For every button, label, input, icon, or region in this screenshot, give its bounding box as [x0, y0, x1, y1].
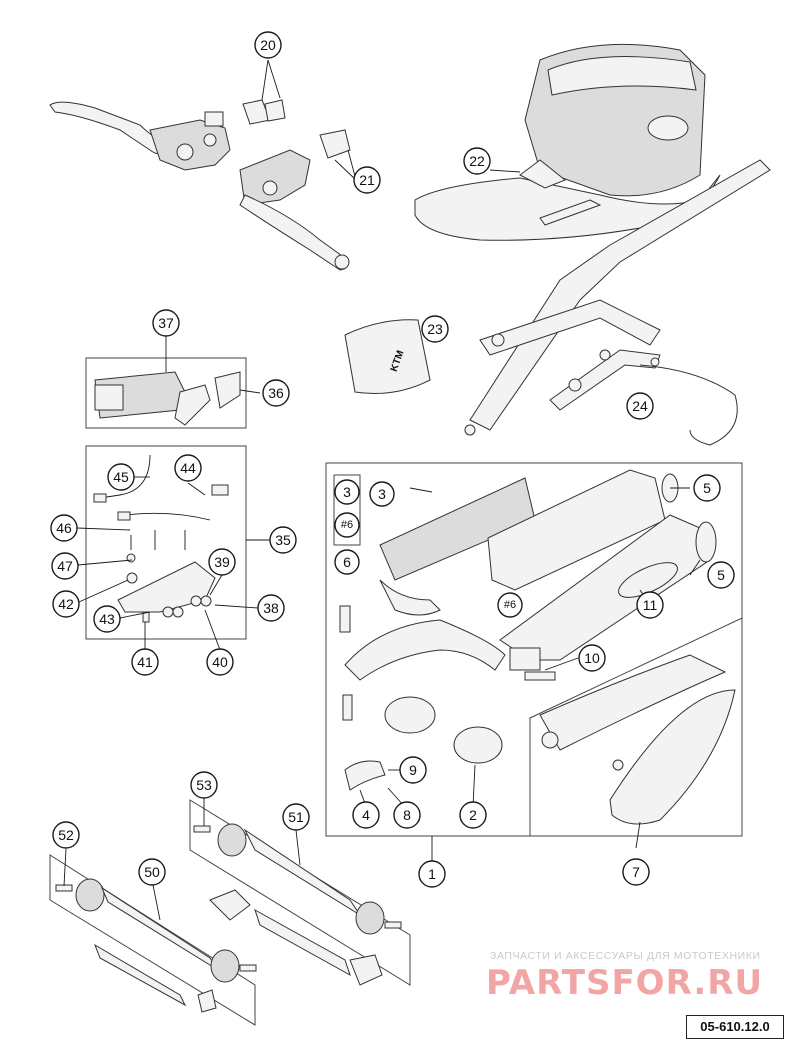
lock-set — [94, 371, 241, 426]
callout-11: 11 — [636, 591, 664, 619]
svg-text:7: 7 — [632, 864, 640, 880]
svg-text:3: 3 — [378, 486, 386, 502]
wiring-kit-frame — [85, 445, 247, 640]
svg-text:9: 9 — [409, 762, 417, 778]
callout-53: 53 — [190, 771, 218, 799]
callout-43: 43 — [93, 605, 121, 633]
svg-text:46: 46 — [56, 520, 72, 536]
svg-text:23: 23 — [427, 321, 443, 337]
callout-44: 44 — [174, 454, 202, 482]
callout-9: 9 — [399, 756, 427, 784]
callout-51: 51 — [282, 803, 310, 831]
svg-text:10: 10 — [584, 650, 600, 666]
svg-text:22: 22 — [469, 153, 485, 169]
leader-36 — [239, 389, 261, 394]
hash-label-box: #6 — [334, 512, 360, 538]
callout-6: 6 — [334, 549, 360, 575]
svg-text:39: 39 — [214, 554, 230, 570]
leader-22 — [489, 169, 521, 173]
callout-38: 38 — [257, 594, 285, 622]
rear-subframe — [464, 159, 771, 436]
svg-text:5: 5 — [703, 480, 711, 496]
callout-5-bottom: 5 — [707, 561, 735, 589]
svg-text:50: 50 — [144, 864, 160, 880]
bar-set-50 — [55, 878, 383, 1013]
svg-text:37: 37 — [158, 315, 174, 331]
svg-text:5: 5 — [717, 567, 725, 583]
svg-text:53: 53 — [196, 777, 212, 793]
callout-20: 20 — [254, 31, 282, 59]
tether-cable — [639, 364, 738, 446]
callout-37: 37 — [152, 309, 180, 337]
svg-text:#6: #6 — [504, 599, 516, 611]
callout-8: 8 — [393, 801, 421, 829]
brake-lever-assembly — [239, 99, 351, 271]
item-3-6-frame — [333, 474, 361, 546]
svg-text:36: 36 — [268, 385, 284, 401]
svg-text:42: 42 — [58, 596, 74, 612]
svg-text:21: 21 — [359, 172, 375, 188]
callout-3: 3 — [369, 481, 395, 507]
svg-text:#6: #6 — [341, 519, 353, 531]
callout-4: 4 — [352, 801, 380, 829]
watermark-caption: ЗАПЧАСТИ И АКСЕССУАРЫ ДЛЯ МОТОТЕХНИКИ — [490, 950, 761, 962]
callout-22: 22 — [463, 147, 491, 175]
callout-45: 45 — [107, 463, 135, 491]
svg-text:38: 38 — [263, 600, 279, 616]
bar-set-51 — [193, 823, 402, 935]
callout-2: 2 — [459, 801, 487, 829]
callout-41: 41 — [131, 648, 159, 676]
callout-36: 36 — [262, 379, 290, 407]
callout-1: 1 — [418, 860, 446, 888]
heat-shield-frame — [529, 617, 743, 837]
tank-bag — [414, 43, 721, 241]
hash-label-muffler: #6 — [497, 592, 523, 618]
callout-50: 50 — [138, 858, 166, 886]
svg-text:51: 51 — [288, 809, 304, 825]
callout-7: 7 — [622, 858, 650, 886]
callout-42: 42 — [52, 590, 80, 618]
callout-23: 23 — [421, 315, 449, 343]
callout-35: 35 — [269, 526, 297, 554]
clutch-lever-assembly — [49, 101, 231, 171]
watermark-brand: PARTSFOR.RU — [486, 963, 764, 1003]
svg-text:43: 43 — [99, 611, 115, 627]
callout-47: 47 — [51, 552, 79, 580]
callout-39: 39 — [208, 548, 236, 576]
svg-text:35: 35 — [275, 532, 291, 548]
svg-text:52: 52 — [58, 827, 74, 843]
svg-text:40: 40 — [212, 654, 228, 670]
svg-text:3: 3 — [343, 484, 351, 500]
svg-text:41: 41 — [137, 654, 153, 670]
svg-text:8: 8 — [403, 807, 411, 823]
callout-24: 24 — [626, 392, 654, 420]
svg-text:45: 45 — [113, 469, 129, 485]
handguard-frame-51 — [189, 799, 411, 986]
callout-52: 52 — [52, 821, 80, 849]
callout-5-top: 5 — [693, 474, 721, 502]
callout-3-boxed: 3 — [334, 479, 360, 505]
document-number: 05-610.12.0 — [686, 1015, 784, 1039]
svg-text:4: 4 — [362, 807, 370, 823]
exhaust-system — [339, 469, 717, 791]
svg-text:44: 44 — [180, 460, 196, 476]
svg-text:2: 2 — [469, 807, 477, 823]
svg-text:11: 11 — [643, 597, 658, 613]
callout-46: 46 — [50, 514, 78, 542]
wiring-kit — [93, 454, 229, 623]
svg-text:24: 24 — [632, 398, 648, 414]
callout-10: 10 — [578, 644, 606, 672]
svg-text:1: 1 — [428, 866, 436, 882]
handguard-frame-50 — [49, 854, 256, 1026]
callout-40: 40 — [206, 648, 234, 676]
heat-shield — [539, 654, 736, 825]
ktm-cover: KTM — [344, 319, 431, 394]
svg-text:47: 47 — [57, 558, 73, 574]
svg-text:20: 20 — [260, 37, 276, 53]
callout-21: 21 — [353, 166, 381, 194]
svg-text:6: 6 — [343, 554, 351, 570]
